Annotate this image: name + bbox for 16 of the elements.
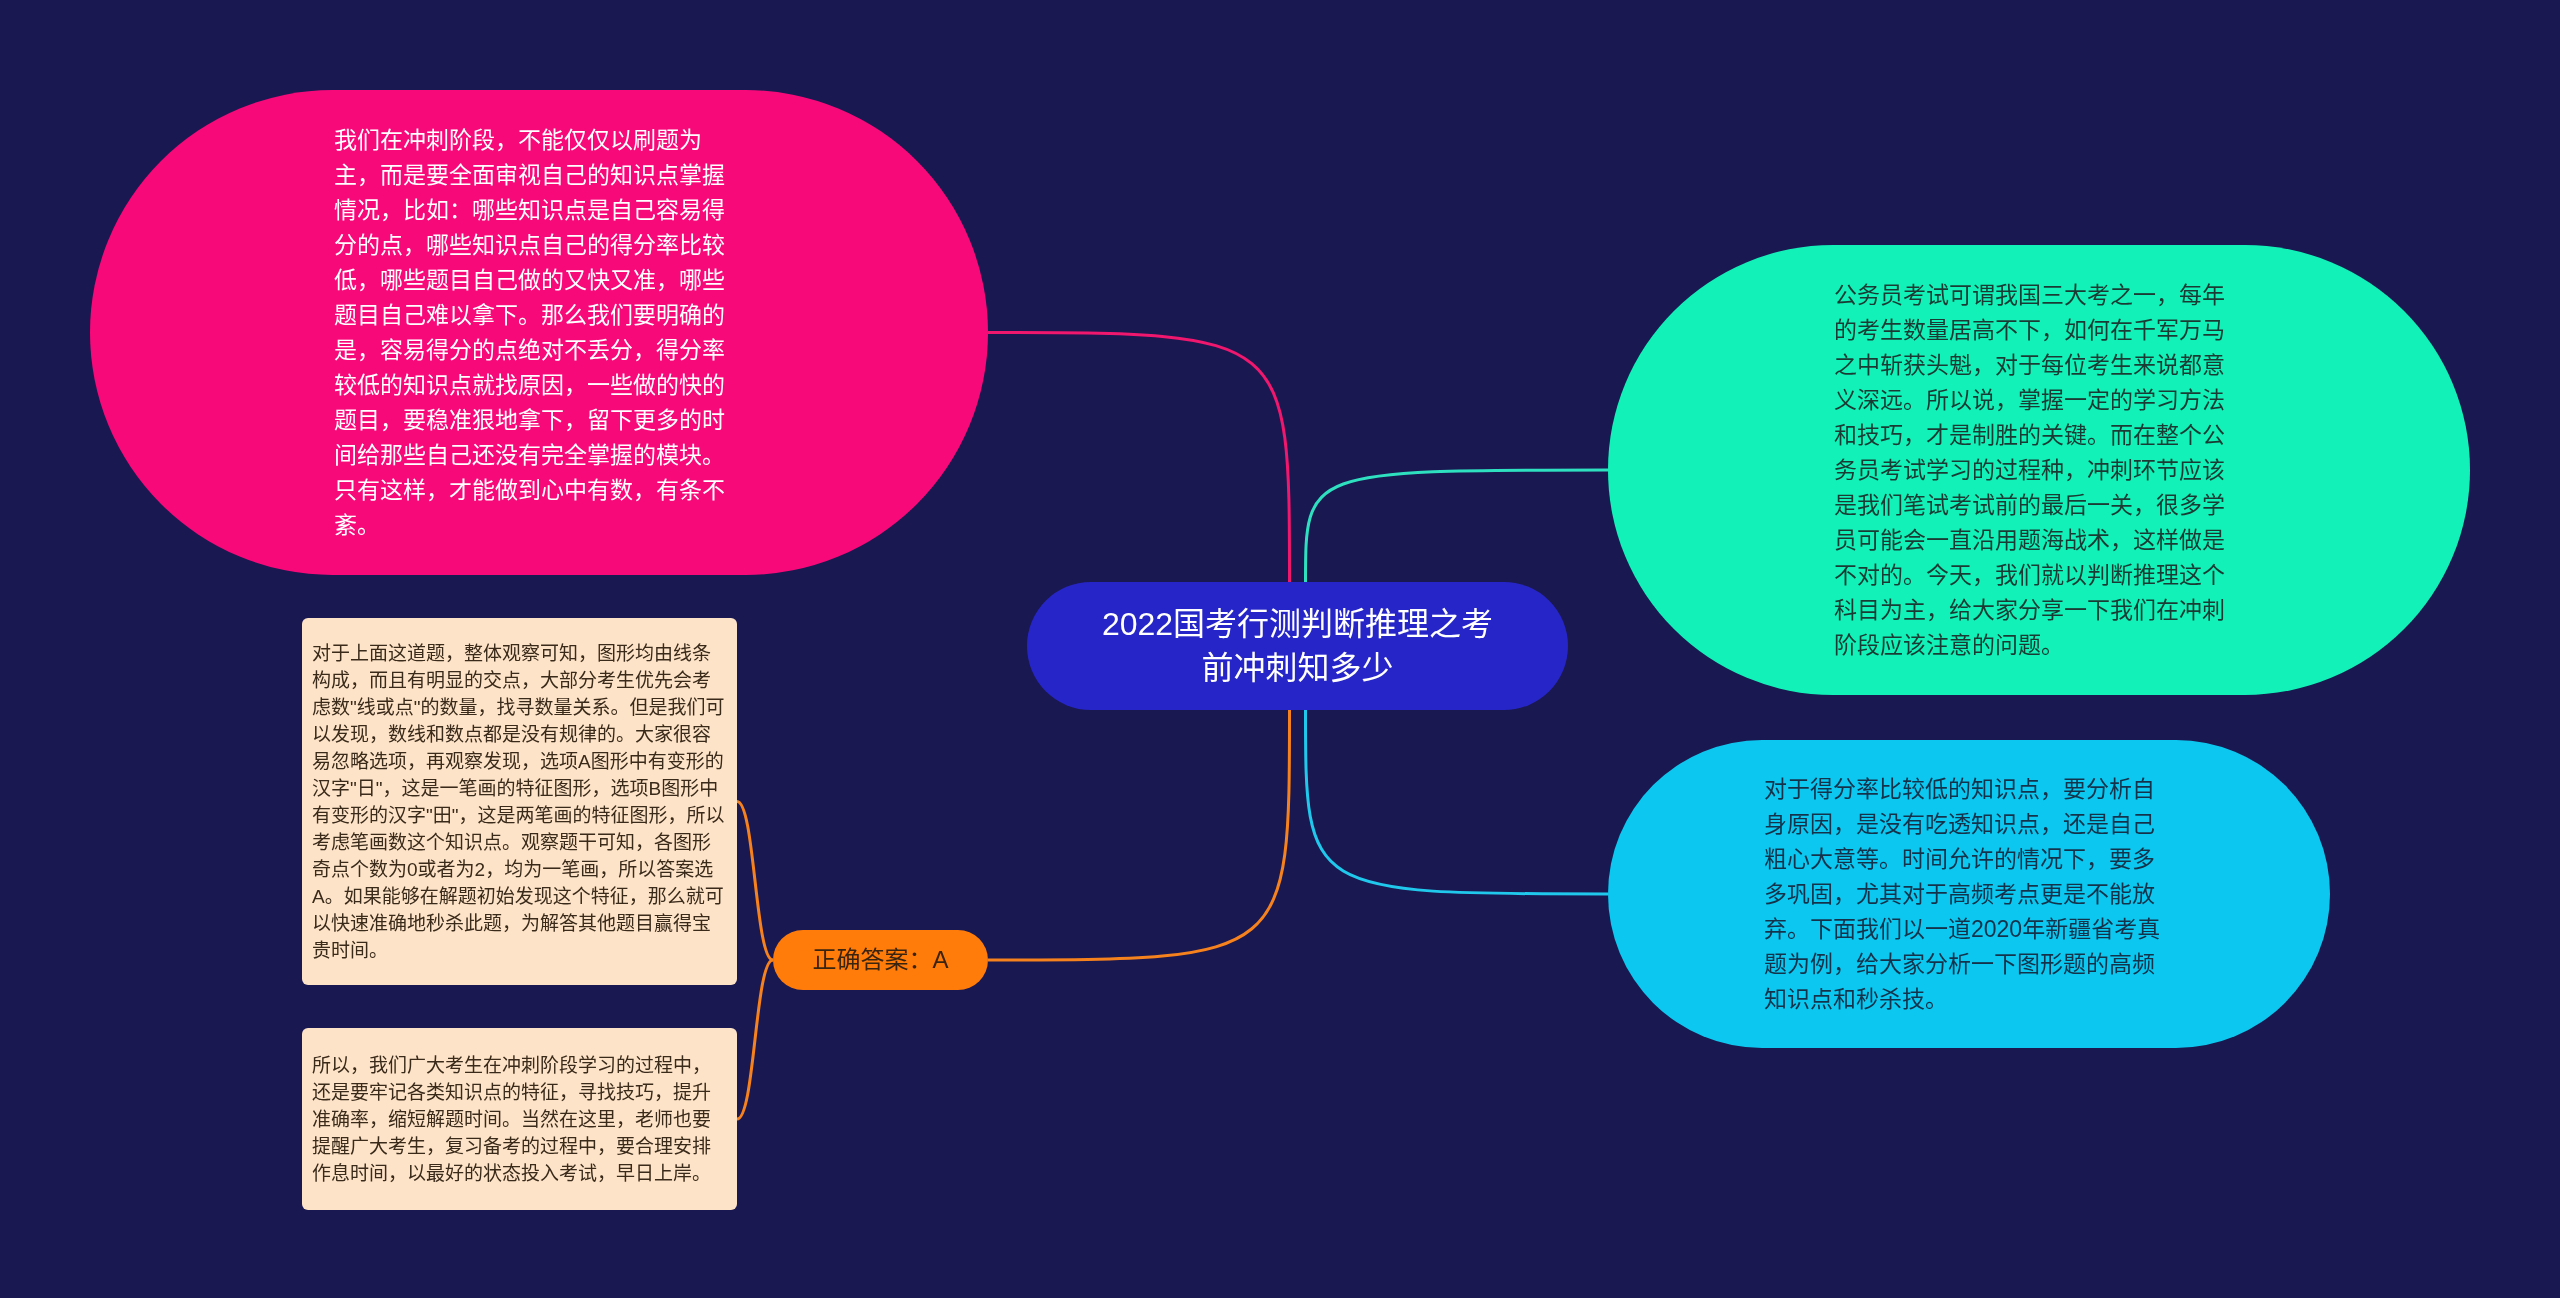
connector-curve [988,331,1291,582]
note-card [302,1028,737,1210]
topic-paragraph: 我们在冲刺阶段，不能仅仅以刷题为主，而是要全面审视自己的知识点掌握情况，比如：哪些知识点是自己容易得分的点，哪些知识点自己的得分率比较低，哪些题目自己做的又快又准，哪些题目自己难以拿下。那么我们要明确的是，容易得分的点绝对不丢分，得分率较低的知识点就找原因，一些做的快的题目，要稳准狠地拿下，留下更多的时间给那些自己还没有完全掌握的模块。只有这样，才能做到心中有数，有条不紊。 [334,125,726,540]
connector-curve [736,800,774,962]
topic-title: 2022国考行测判断推理之考前冲刺知多少 [1100,605,1495,688]
note-paragraph: 对于上面这道题，整体观察可知，图形均由线条构成，而且有明显的交点，大部分考生优先会考虑数"线或点"的数量，找寻数量关系。但是我们可以发现，数线和数点都是没有规律的。大家很容易忽略选项，再观察发现，选项A图形中有变形的汉字"日"，这是一笔画的特征图形，选项B图形中有变形的汉字"田"，这是两笔画的特征图形，所以考虑笔画数这个知识点。观察题干可知，各图形奇点个数为0或者为2，均为一笔画，所以答案选A。如果能够在解题初始发现这个特征，那么就可以快速准确地秒杀此题，为解答其他题目赢得宝贵时间。 [312,641,726,963]
answer-pill [773,930,988,990]
note-paragraph: 所以，我们广大考生在冲刺阶段学习的过程中，还是要牢记各类知识点的特征，寻找技巧，提升准确率，缩短解题时间。当然在这里，老师也要提醒广大考生，复习备考的过程中，要合理安排作息时间，以最好的状态投入考试，早日上岸。 [312,1053,712,1186]
answer-label: 正确答案：A [812,945,949,975]
topic-paragraph: 对于得分率比较低的知识点，要分析自身原因，是没有吃透知识点，还是自己粗心大意等。时间允许的情况下，要多多巩固，尤其对于高频考点更是不能放弃。下面我们以一道2020年新疆省考真题为例，给大家分析一下图形题的高频知识点和秒杀技。 [1764,774,2162,1014]
connector-curve [988,710,1291,962]
connector-curve [1304,468,1608,582]
note-card [302,618,737,985]
connector-curve [1304,710,1608,896]
connector-curve [736,958,774,1121]
topic-paragraph: 公务员考试可谓我国三大考之一，每年的考生数量居高不下，如何在千军万马之中斩获头魁，对于每位考生来说都意义深远。所以说，掌握一定的学习方法和技巧，才是制胜的关键。而在整个公务员考试学习的过程种，冲刺环节应该是我们笔试考试前的最后一关，很多学员可能会一直沿用题海战术，这样做是不对的。今天，我们就以判断推理这个科目为主，给大家分享一下我们在冲刺阶段应该注意的问题。 [1834,280,2226,660]
